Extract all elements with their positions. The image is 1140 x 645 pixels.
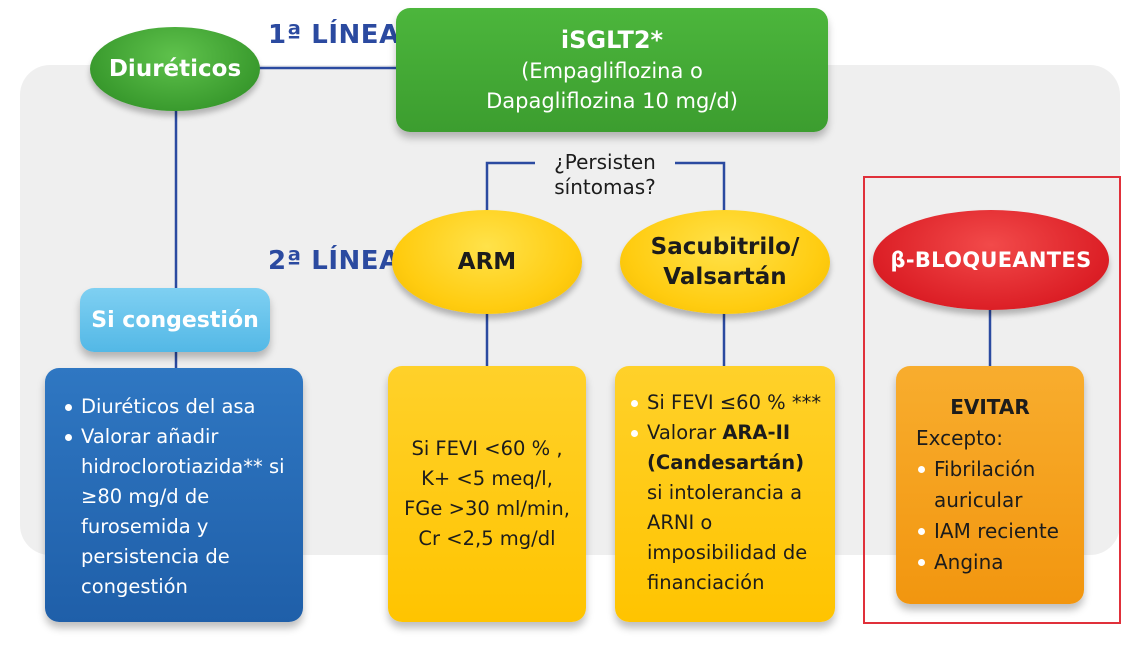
sacubitrilo-item-2-suffix: si intolerancia a ARNI o imposibilidad d… (647, 481, 808, 594)
arm-condition-3: FGe >30 ml/min, (404, 497, 570, 520)
sacubitrilo-detail-list: Si FEVI ≤60 % *** Valorar ARA-II (Candes… (629, 388, 825, 598)
avoid-title: EVITAR (950, 395, 1030, 419)
except-label: Excepto: (916, 426, 1003, 450)
sacubitrilo-item-2-bold: ARA-II (Candesartán) (647, 421, 805, 474)
connector-question-arm (485, 161, 540, 212)
second-line-label: 2ª LÍNEA (268, 246, 400, 276)
first-line-label: 1ª LÍNEA (268, 20, 400, 50)
arm-condition-2: K+ <5 meq/l, (421, 467, 553, 490)
sacubitrilo-item-2-prefix: Valorar (647, 421, 723, 444)
sacubitrilo-label-line1: Sacubitrilo/ (650, 234, 800, 260)
congestion-item-1: Diuréticos del asa (63, 392, 289, 422)
arm-condition-4: Cr <2,5 mg/dl (418, 527, 556, 550)
sacubitrilo-node: Sacubitrilo/ Valsartán (620, 210, 830, 314)
isglt2-title: iSGLT2* (560, 26, 664, 54)
betabloqueantes-frame (863, 176, 1121, 624)
congestion-item-2: Valorar añadir hidroclorotiazida** si ≥8… (63, 422, 289, 602)
sacubitrilo-label-line2: Valsartán (663, 264, 787, 290)
exception-item-1: Fibrilación auricular (916, 454, 1074, 516)
exceptions-list: Fibrilación auricular IAM reciente Angin… (916, 454, 1074, 578)
question-persisten-sintomas: ¿Persisten síntomas? (535, 150, 675, 200)
isglt2-detail-line2: Dapagliflozina 10 mg/d) (486, 89, 738, 113)
exception-item-3: Angina (916, 547, 1074, 578)
arm-node: ARM (392, 210, 582, 314)
congestion-detail-box: Diuréticos del asa Valorar añadir hidroc… (45, 368, 303, 622)
congestion-node: Si congestión (80, 288, 270, 352)
exception-item-2: IAM reciente (916, 516, 1074, 547)
congestion-detail-list: Diuréticos del asa Valorar añadir hidroc… (63, 392, 289, 602)
arm-detail-box: Si FEVI <60 % , K+ <5 meq/l, FGe >30 ml/… (388, 366, 586, 622)
question-line1: ¿Persisten (554, 150, 656, 174)
arm-label: ARM (457, 249, 517, 275)
diureticos-node: Diuréticos (90, 27, 260, 111)
sacubitrilo-detail-box: Si FEVI ≤60 % *** Valorar ARA-II (Candes… (615, 366, 835, 622)
sacubitrilo-item-1: Si FEVI ≤60 % *** (629, 388, 825, 418)
betabloqueantes-node: β-BLOQUEANTES (873, 210, 1109, 310)
question-line2: síntomas? (554, 175, 656, 199)
isglt2-node: iSGLT2* (Empagliflozina o Dapagliflozina… (396, 8, 828, 132)
isglt2-detail-line1: (Empagliflozina o (521, 59, 703, 83)
avoid-detail-box: EVITAR Excepto: Fibrilación auricular IA… (896, 366, 1084, 604)
connector-question-sacubitrilo (672, 161, 726, 212)
sacubitrilo-item-2: Valorar ARA-II (Candesartán) si intolera… (629, 418, 825, 598)
diureticos-label: Diuréticos (108, 56, 242, 82)
arm-condition-1: Si FEVI <60 % , (411, 437, 563, 460)
betabloqueantes-label: β-BLOQUEANTES (890, 248, 1092, 272)
congestion-label: Si congestión (91, 307, 259, 333)
